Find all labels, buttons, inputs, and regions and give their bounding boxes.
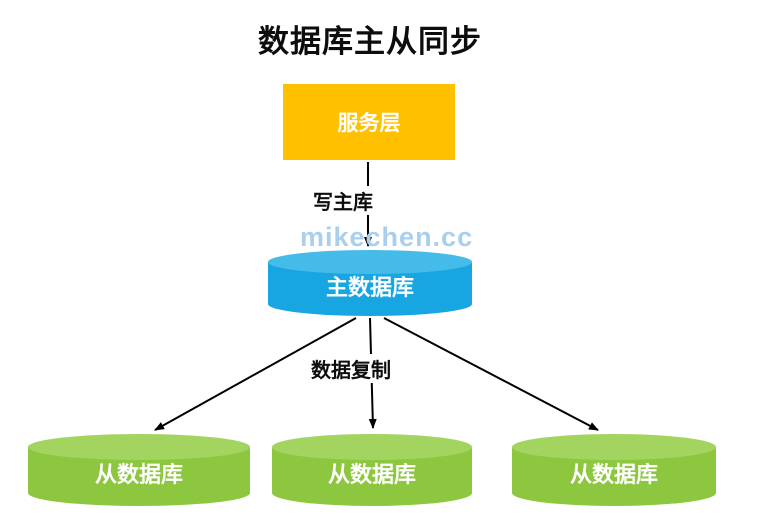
master-db-label: 主数据库 <box>325 275 414 300</box>
arrow-master-to-slave3 <box>383 317 599 431</box>
service-layer-box: 服务层 <box>283 84 455 160</box>
edge-label-data-replication: 数据复制 <box>308 354 394 383</box>
slave-db-label-2: 从数据库 <box>327 462 416 487</box>
edge-label-write-master: 写主库 <box>310 186 376 215</box>
slave-db-cylinder-1: 从数据库 <box>28 434 250 506</box>
cylinder-shape <box>28 434 250 506</box>
service-layer-label: 服务层 <box>337 112 401 135</box>
slave-db-label-3: 从数据库 <box>569 462 658 487</box>
watermark: mikechen.cc <box>300 222 474 252</box>
cylinder-shape <box>512 434 716 506</box>
cylinder-shape <box>272 434 472 506</box>
slave-db-cylinder-2: 从数据库 <box>272 434 472 506</box>
cylinder-shape <box>268 250 472 316</box>
slave-db-label-1: 从数据库 <box>94 462 183 487</box>
master-db-cylinder: 主数据库 <box>268 250 472 316</box>
slave-db-cylinder-3: 从数据库 <box>512 434 716 506</box>
page-title: 数据库主从同步 <box>258 24 482 59</box>
